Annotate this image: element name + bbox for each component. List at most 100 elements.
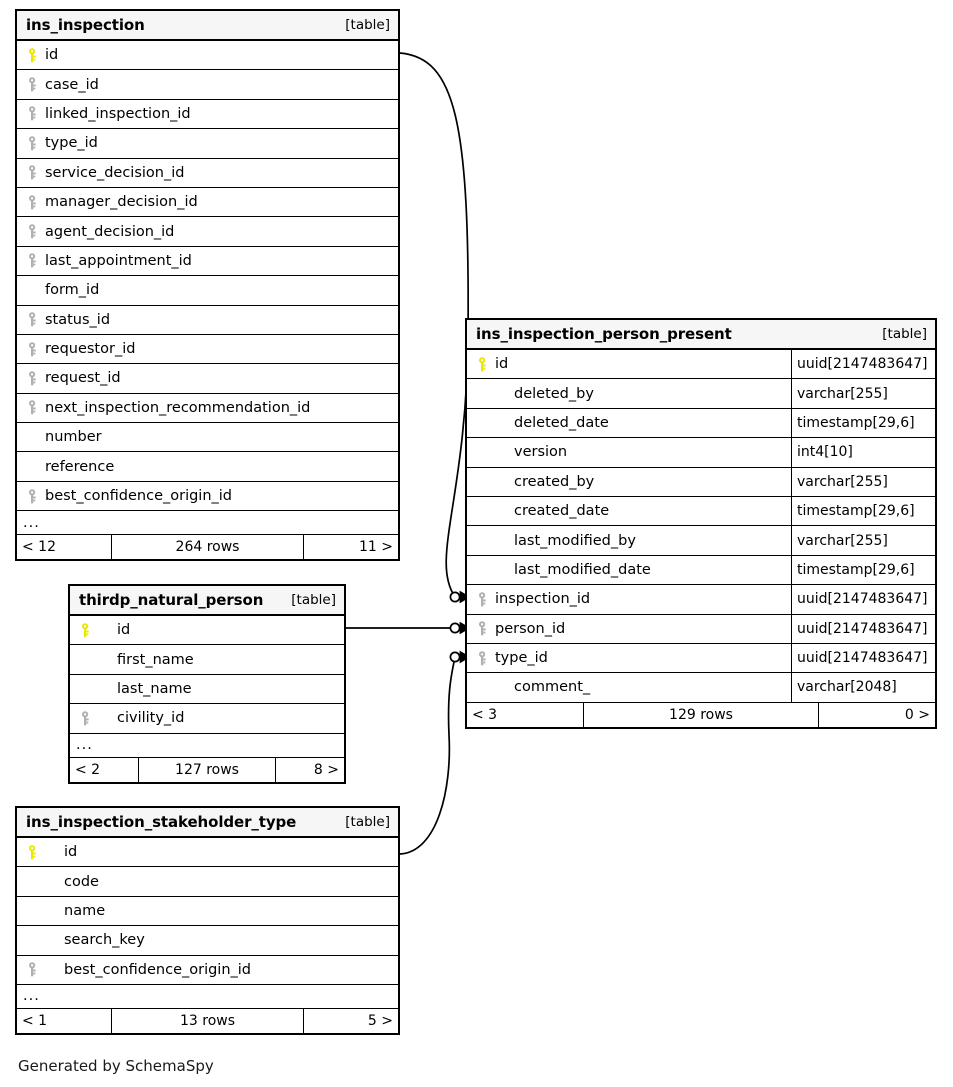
column-row[interactable]: first_name [70, 645, 344, 675]
no-key-spacer [26, 932, 41, 948]
column-row[interactable]: civility_id [70, 704, 344, 734]
table-ins_inspection_stakeholder_type[interactable]: ins_inspection_stakeholder_type[table]id… [15, 806, 400, 1035]
column-row[interactable]: name [17, 896, 398, 927]
column-row[interactable]: last_appointment_id [17, 246, 398, 277]
table-title[interactable]: ins_inspection_person_present [476, 325, 732, 343]
column-row[interactable]: id [70, 616, 344, 646]
table-ins_inspection[interactable]: ins_inspection[table]id case_id linked_ins… [15, 9, 400, 562]
column-name-label: linked_inspection_id [45, 105, 191, 122]
no-key-spacer [476, 533, 491, 549]
incoming-relations-count[interactable]: < 1 [22, 1012, 48, 1029]
foreign-key-icon [26, 488, 41, 504]
column-name-cell: manager_decision_id [17, 194, 398, 210]
column-row[interactable]: search_key [17, 926, 398, 956]
more-columns-indicator: ... [17, 511, 398, 536]
column-row[interactable]: number [17, 423, 398, 453]
primary-key-icon [476, 356, 491, 372]
table-title[interactable]: thirdp_natural_person [79, 591, 264, 609]
column-row[interactable]: status_id [17, 305, 398, 335]
column-row[interactable]: service_decision_id [17, 158, 398, 188]
column-name-label: best_confidence_origin_id [45, 488, 233, 505]
column-name-label: case_id [45, 76, 99, 93]
column-name-cell: person_id [467, 621, 791, 637]
row-count: 129 rows [583, 702, 819, 727]
table-header: ins_inspection[table] [17, 11, 398, 41]
foreign-key-icon [26, 224, 41, 240]
table-title[interactable]: ins_inspection_stakeholder_type [26, 813, 297, 831]
outgoing-relations-count[interactable]: 5 > [367, 1012, 393, 1029]
outgoing-relations-count[interactable]: 8 > [313, 761, 339, 778]
outgoing-relations-count[interactable]: 0 > [904, 706, 930, 723]
column-row[interactable]: created_date timestamp[29,6] [467, 496, 935, 527]
no-key-spacer [476, 474, 491, 490]
column-row[interactable]: requestor_id [17, 334, 398, 365]
schemaspy-credit: Generated by SchemaSpy [18, 1057, 214, 1075]
no-key-spacer [26, 874, 41, 890]
column-name-cell: id [70, 622, 344, 638]
column-row[interactable]: request_id [17, 364, 398, 394]
incoming-relations-count[interactable]: < 3 [472, 706, 498, 723]
column-type-cell: timestamp[29,6] [791, 496, 935, 526]
column-row[interactable]: id uuid[2147483647] [467, 350, 935, 380]
foreign-key-icon [26, 400, 41, 416]
column-name-label: type_id [45, 135, 98, 152]
column-name-cell: type_id [467, 650, 791, 666]
column-name-label: search_key [64, 932, 145, 949]
column-name-label: version [514, 444, 568, 461]
primary-key-icon [26, 844, 41, 860]
column-name-cell: linked_inspection_id [17, 106, 398, 122]
incoming-relations-count[interactable]: < 2 [75, 761, 101, 778]
column-row[interactable]: linked_inspection_id [17, 99, 398, 130]
relationship-optional-marker [449, 622, 461, 634]
column-name-cell: request_id [17, 370, 398, 386]
column-row[interactable]: id [17, 41, 398, 71]
column-name-label: number [45, 429, 102, 446]
column-type-cell: uuid[2147483647] [791, 614, 935, 643]
column-row[interactable]: agent_decision_id [17, 217, 398, 247]
column-row[interactable]: best_confidence_origin_id [17, 955, 398, 985]
column-row[interactable]: comment_varchar[2048] [467, 673, 935, 703]
column-name-cell: id [467, 356, 791, 372]
relationship-line [399, 656, 456, 855]
column-row[interactable]: type_id [17, 129, 398, 159]
column-name-label: created_date [514, 503, 610, 520]
column-type-cell: varchar[255] [791, 467, 935, 496]
column-name-label: person_id [495, 620, 566, 637]
column-row[interactable]: version int4[10] [467, 438, 935, 468]
column-row[interactable]: id [17, 838, 398, 868]
outgoing-relations-count[interactable]: 11 > [359, 539, 393, 556]
column-name-label: deleted_date [514, 414, 609, 431]
column-row[interactable]: best_confidence_origin_id [17, 481, 398, 512]
column-type-label: uuid[2147483647] [797, 356, 928, 373]
table-footer: < 3 129 rows 0 > [467, 702, 935, 727]
column-row[interactable]: last_name [70, 674, 344, 705]
more-columns-indicator: ... [17, 985, 398, 1009]
column-row[interactable]: manager_decision_id [17, 187, 398, 218]
column-name-label: requestor_id [45, 341, 136, 358]
table-title[interactable]: ins_inspection [26, 16, 145, 34]
no-key-spacer [476, 679, 491, 695]
column-row[interactable]: form_id [17, 276, 398, 306]
incoming-relations-count[interactable]: < 12 [22, 539, 56, 556]
foreign-key-icon [476, 591, 491, 607]
column-row[interactable]: case_id [17, 70, 398, 100]
column-row[interactable]: code [17, 867, 398, 897]
column-row[interactable]: next_inspection_recommendation_id [17, 393, 398, 424]
foreign-key-icon [26, 962, 41, 978]
column-row[interactable]: person_id uuid[2147483647] [467, 614, 935, 644]
column-type-cell: uuid[2147483647] [791, 350, 935, 379]
column-name-label: status_id [45, 311, 111, 328]
column-row[interactable]: reference [17, 452, 398, 482]
column-type-cell: int4[10] [791, 438, 935, 467]
column-name-cell: created_by [467, 474, 791, 490]
